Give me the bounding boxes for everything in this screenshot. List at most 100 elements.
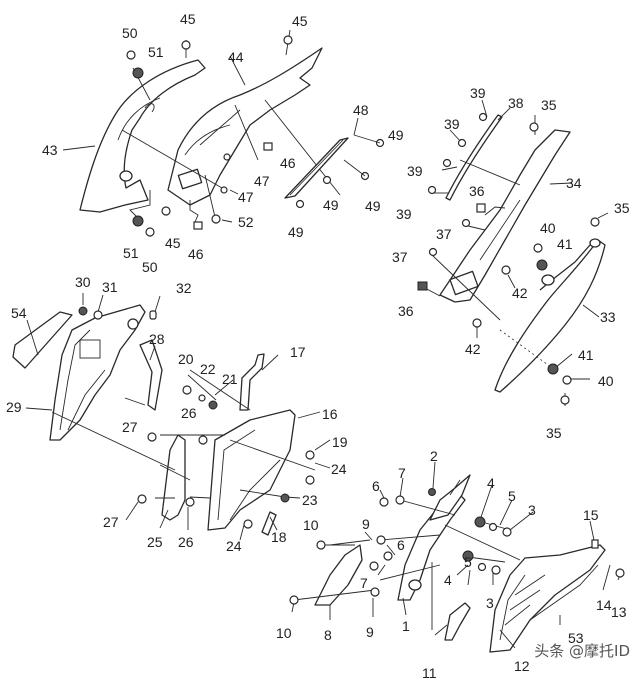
callout-label-38: 38 bbox=[508, 95, 524, 111]
callout-label-25: 25 bbox=[147, 534, 163, 550]
part-34-frame-bracket bbox=[439, 129, 571, 303]
part-48-trim-strip bbox=[284, 117, 385, 209]
callout-label-53: 53 bbox=[568, 630, 584, 646]
callout-label-34: 34 bbox=[566, 175, 582, 191]
part-2-top-bracket bbox=[429, 474, 471, 521]
part-25-cover bbox=[161, 434, 186, 521]
callout-label-44: 44 bbox=[228, 49, 244, 65]
callout-label-41: 41 bbox=[578, 347, 594, 363]
callout-label-48: 48 bbox=[353, 102, 369, 118]
part-17-hose bbox=[239, 353, 265, 411]
fasteners-bottom bbox=[289, 488, 625, 605]
callout-label-39: 39 bbox=[470, 85, 486, 101]
callout-label-28: 28 bbox=[149, 331, 165, 347]
callout-label-10: 10 bbox=[276, 625, 292, 641]
part-29-front-cowl bbox=[49, 304, 146, 441]
callout-label-12: 12 bbox=[514, 658, 530, 674]
callout-label-26: 26 bbox=[181, 405, 197, 421]
callout-label-13: 13 bbox=[611, 604, 627, 620]
callout-label-39: 39 bbox=[407, 163, 423, 179]
callout-label-9: 9 bbox=[366, 624, 374, 640]
callout-label-24: 24 bbox=[331, 461, 347, 477]
callout-label-1: 1 bbox=[402, 618, 410, 634]
part-44-inner-panel bbox=[167, 47, 323, 206]
part-38-trim bbox=[445, 114, 503, 201]
callout-label-36: 36 bbox=[469, 183, 485, 199]
callout-label-35: 35 bbox=[614, 200, 630, 216]
callout-label-15: 15 bbox=[583, 507, 599, 523]
callout-label-35: 35 bbox=[546, 425, 562, 441]
part-18-clip bbox=[261, 511, 277, 536]
watermark: 头条 @摩托ID bbox=[534, 642, 630, 660]
callout-label-2: 2 bbox=[430, 448, 438, 464]
callout-label-40: 40 bbox=[540, 220, 556, 236]
callout-label-7: 7 bbox=[360, 575, 368, 591]
callout-label-50: 50 bbox=[122, 25, 138, 41]
fasteners-middle bbox=[78, 306, 315, 529]
part-33-lower-cowl bbox=[494, 238, 606, 393]
callout-label-27: 27 bbox=[122, 419, 138, 435]
callout-label-21: 21 bbox=[222, 371, 238, 387]
callout-label-27: 27 bbox=[103, 514, 119, 530]
callout-label-24: 24 bbox=[226, 538, 242, 554]
callout-label-51: 51 bbox=[148, 44, 164, 60]
callout-label-46: 46 bbox=[280, 155, 296, 171]
callout-label-45: 45 bbox=[165, 235, 181, 251]
callout-label-43: 43 bbox=[42, 142, 58, 158]
callout-label-39: 39 bbox=[396, 206, 412, 222]
part-53-decal bbox=[529, 564, 599, 621]
part-43-side-cowl bbox=[79, 59, 206, 213]
callout-label-37: 37 bbox=[436, 226, 452, 242]
callout-label-22: 22 bbox=[200, 361, 216, 377]
callout-label-16: 16 bbox=[322, 406, 338, 422]
callout-label-19: 19 bbox=[332, 434, 348, 450]
callout-label-46: 46 bbox=[188, 246, 204, 262]
callout-label-49: 49 bbox=[388, 127, 404, 143]
callout-label-10: 10 bbox=[303, 517, 319, 533]
callout-label-11: 11 bbox=[422, 665, 437, 681]
callout-label-40: 40 bbox=[598, 373, 614, 389]
callout-label-47: 47 bbox=[238, 189, 254, 205]
callout-label-36: 36 bbox=[398, 303, 414, 319]
callout-label-5: 5 bbox=[464, 554, 472, 570]
callout-label-18: 18 bbox=[271, 529, 287, 545]
part-16-side-panel bbox=[207, 409, 296, 531]
part-28-bracket bbox=[124, 339, 163, 411]
fasteners-top-right bbox=[417, 112, 600, 405]
callout-label-49: 49 bbox=[288, 224, 304, 240]
leaders-middle bbox=[25, 293, 331, 541]
callout-label-41: 41 bbox=[557, 236, 573, 252]
callout-label-9: 9 bbox=[362, 516, 370, 532]
callout-label-49: 49 bbox=[365, 198, 381, 214]
callout-label-20: 20 bbox=[178, 351, 194, 367]
callout-label-49: 49 bbox=[323, 197, 339, 213]
callout-label-26: 26 bbox=[178, 534, 194, 550]
callout-label-32: 32 bbox=[176, 280, 192, 296]
callout-label-6: 6 bbox=[397, 537, 405, 553]
callout-label-52: 52 bbox=[238, 214, 254, 230]
callout-label-35: 35 bbox=[541, 97, 557, 113]
callout-label-45: 45 bbox=[292, 13, 308, 29]
callout-label-30: 30 bbox=[75, 274, 91, 290]
part-1-mounting-bracket bbox=[397, 489, 466, 601]
callout-label-8: 8 bbox=[324, 627, 332, 643]
callout-label-54: 54 bbox=[11, 305, 27, 321]
callout-label-4: 4 bbox=[487, 475, 495, 491]
callout-label-14: 14 bbox=[596, 597, 612, 613]
callout-label-51: 51 bbox=[123, 245, 139, 261]
callout-label-50: 50 bbox=[142, 259, 158, 275]
callout-label-29: 29 bbox=[6, 399, 22, 415]
callout-label-47: 47 bbox=[254, 173, 270, 189]
leaders-bottom bbox=[291, 461, 621, 649]
callout-label-6: 6 bbox=[372, 478, 380, 494]
callout-label-42: 42 bbox=[465, 341, 481, 357]
callout-label-17: 17 bbox=[290, 344, 306, 360]
callout-label-5: 5 bbox=[508, 488, 516, 504]
callout-label-3: 3 bbox=[528, 502, 536, 518]
callout-label-33: 33 bbox=[600, 309, 616, 325]
callout-label-42: 42 bbox=[512, 285, 528, 301]
callout-label-31: 31 bbox=[102, 279, 118, 295]
part-11-switch-bracket bbox=[444, 602, 471, 641]
